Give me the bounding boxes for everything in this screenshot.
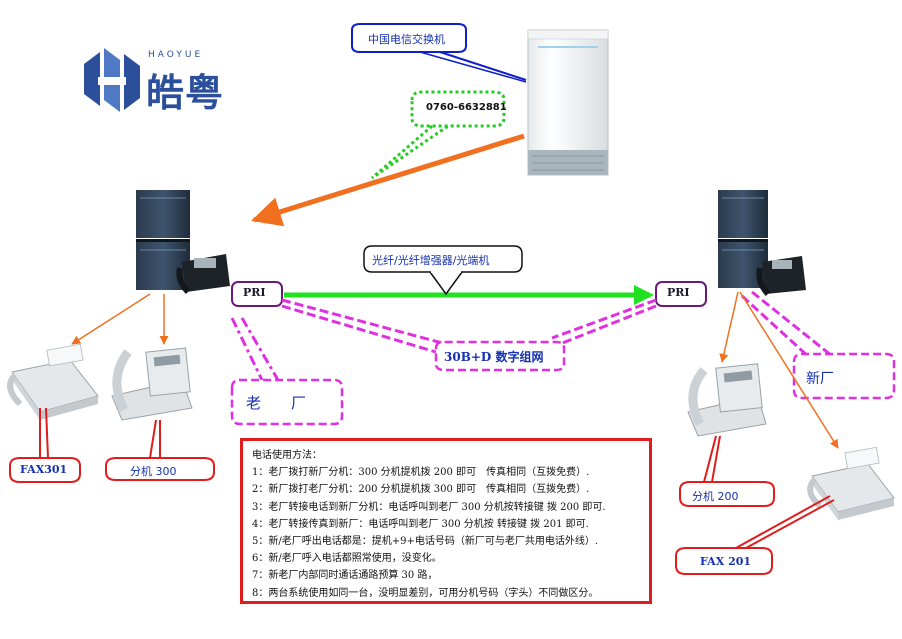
old-extension-phone-icon [111, 347, 193, 421]
usage-notes-title: 电话使用方法： [252, 450, 322, 461]
phone-number-callout [410, 90, 506, 128]
usage-note-line: 5：新/老厂呼出电话都是：提机+9+电话号码（新厂可与老厂共用电话外线）. [252, 536, 599, 548]
pri-left-text: PRI [243, 286, 266, 299]
exchange-callout-pointer [439, 51, 527, 81]
new-console-phone-icon [756, 256, 806, 297]
pstn-trunk-line [251, 133, 525, 227]
exchange-number-text: 0760-6632881 [426, 102, 507, 113]
usage-note-line: 8：两台系统使用如同一台，没明显差别，可用分机号码（字头）不同做区分。 [252, 587, 599, 599]
pri-right-box [655, 281, 707, 307]
logo-brand-cn: 皓粤 [146, 71, 225, 115]
network-label-box [434, 340, 566, 372]
haoyue-logo-icon [84, 48, 140, 112]
fax301-label-text: FAX301 [20, 463, 68, 476]
old-fax-machine-icon [7, 343, 99, 420]
ext300-callout-box [105, 457, 215, 481]
logo-brand-en: HAOYUE [148, 50, 204, 60]
old-pbx-icon [136, 190, 190, 290]
usage-note-line: 3：老厂转接电话到新厂分机：电话呼叫到老厂 300 分机按转接键 拨 200 即… [252, 501, 606, 513]
usage-note-line: 7：新老厂内部同时通话通路预算 30 路， [252, 570, 438, 582]
fax301-callout-box [9, 457, 81, 483]
usage-note-line: 6：新/老厂呼入电话都照常使用，没变化。 [252, 553, 442, 565]
usage-notes-panel: 电话使用方法： 1：老厂拨打新厂分机：300 分机提机拨 200 即可 传真相同… [240, 438, 652, 604]
fiber-label-text: 光纤/光纤增强器/光端机 [372, 254, 490, 267]
usage-note-line: 2：新厂拨打老厂分机：200 分机提机拨 300 即可 传真相同（互拨免费）. [252, 484, 590, 496]
pri-right-text: PRI [667, 286, 690, 299]
ext200-label-text: 分机 200 [692, 490, 739, 503]
exchange-callout-text: 中国电信交换机 [368, 33, 445, 46]
fax201-label-text: FAX 201 [700, 555, 752, 568]
usage-note-line: 1：老厂拨打新厂分机：300 分机提机拨 200 即可 传真相同（互拨免费）. [252, 467, 590, 479]
old-site-label-text: 老 厂 [246, 394, 307, 412]
old-console-phone-icon [176, 254, 230, 295]
network-label-text: 30B+D 数字组网 [444, 350, 544, 364]
ext300-label-text: 分机 300 [130, 465, 177, 478]
telecom-exchange-icon [527, 29, 609, 176]
usage-note-line: 4：老厂转接传真到新厂：电话呼叫到老厂 300 分机按 转接键 拨 201 即可… [252, 518, 589, 530]
fax201-callout-box [675, 547, 773, 575]
old-site-label-box [230, 378, 344, 426]
new-site-label-text: 新厂 [806, 371, 834, 387]
new-site-label-box [792, 352, 896, 400]
exchange-callout-box [351, 23, 467, 53]
pri-left-box [231, 281, 283, 307]
ext200-callout-box [679, 481, 775, 507]
new-pbx-icon [718, 190, 768, 288]
fiber-callout-box [363, 245, 523, 273]
new-fax-machine-icon [807, 446, 895, 520]
new-extension-phone-icon [687, 363, 767, 437]
